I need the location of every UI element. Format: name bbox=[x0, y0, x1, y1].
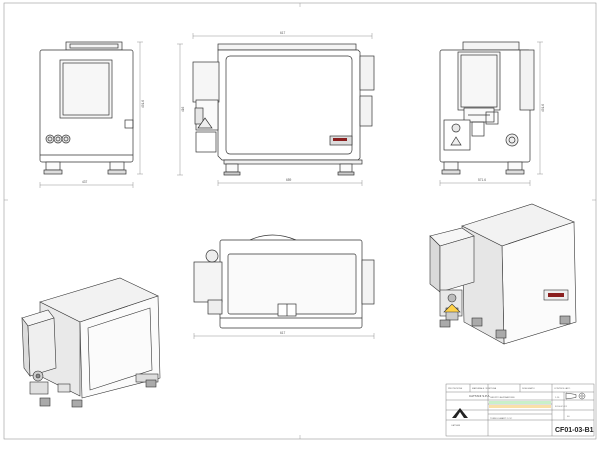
revision-value: 00 bbox=[567, 416, 570, 418]
side-width-dim: 617 bbox=[280, 31, 286, 35]
front-width-dim: 437 bbox=[82, 180, 88, 184]
front-view bbox=[39, 41, 134, 175]
sheet-label: FOGLIO 1/1 bbox=[555, 406, 568, 408]
back-width-dim: 571.6 bbox=[478, 178, 486, 182]
scale-value: 1:10 bbox=[555, 397, 560, 399]
top-width-dim: 617 bbox=[280, 331, 286, 335]
side-view-dimensions bbox=[177, 33, 373, 186]
title-block bbox=[445, 383, 595, 437]
isometric-back-right-view bbox=[429, 203, 577, 345]
front-view-dimensions bbox=[39, 41, 143, 188]
back-view-dimensions bbox=[439, 41, 543, 186]
tb-header-2: MATERIALE / FINITURA bbox=[472, 387, 497, 390]
side-height-dim: 416 bbox=[181, 106, 185, 112]
drawing-number: CF01-03-B1 bbox=[555, 427, 594, 434]
company-name: CATTANI S.P.A. bbox=[469, 394, 491, 398]
tb-header-1: PROTEZIONE bbox=[448, 388, 463, 390]
company-short-name: CATTANI bbox=[451, 424, 460, 427]
description-line-2: TURBO-SMART 2 C/C bbox=[490, 417, 513, 420]
tb-header-4: CONTROLLATO bbox=[554, 387, 571, 390]
isometric-front-left-view bbox=[21, 277, 161, 408]
side-bottom-dim: 659 bbox=[286, 178, 292, 182]
back-height-dim: 491.6 bbox=[541, 104, 545, 112]
description-line-1: GRUPPO ASPIRAZIONE bbox=[490, 396, 515, 399]
title-block-highlight-2 bbox=[489, 405, 551, 408]
company-logo-icon bbox=[452, 408, 468, 418]
back-view bbox=[439, 41, 535, 175]
projection-symbol-icon bbox=[565, 392, 586, 400]
top-view-dimensions bbox=[193, 333, 375, 339]
side-view bbox=[192, 43, 375, 176]
title-block-highlight bbox=[489, 401, 551, 404]
front-height-dim: 491.6 bbox=[141, 100, 145, 108]
tb-header-3: DISEGNATO bbox=[522, 387, 535, 390]
top-view bbox=[193, 234, 375, 329]
